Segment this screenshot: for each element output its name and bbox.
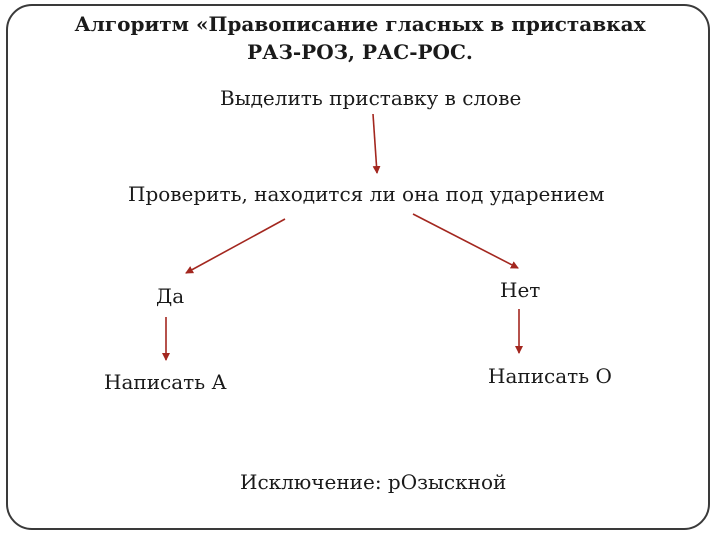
diagram-title: Алгоритм «Правописание гласных в пристав… [0, 10, 720, 66]
step-extract-prefix: Выделить приставку в слове [220, 86, 522, 110]
slide-frame [6, 4, 710, 530]
title-line-2: РАЗ-РОЗ, РАС-РОС. [247, 40, 473, 64]
arrow-check-to-no [412, 213, 519, 269]
arrow-check-to-yes [185, 218, 286, 274]
branch-yes: Да [156, 284, 185, 308]
step-check-stress: Проверить, находится ли она под ударение… [128, 182, 605, 206]
exception-note: Исключение: рОзыскной [240, 470, 507, 494]
branch-no: Нет [500, 278, 541, 302]
result-write-o: Написать О [488, 364, 612, 388]
title-line-1: Алгоритм «Правописание гласных в пристав… [74, 12, 646, 36]
result-write-a: Написать А [104, 370, 227, 394]
arrow-extract-to-check [372, 113, 381, 174]
